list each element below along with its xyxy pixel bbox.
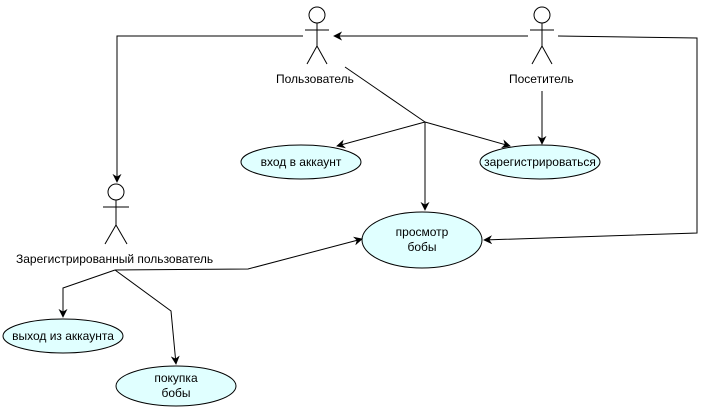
edge-visitor-to-view bbox=[483, 35, 698, 245]
edge-user-to-junction bbox=[344, 66, 426, 123]
edge-registered-to-view bbox=[114, 236, 363, 271]
actor-registered-user-label: Зарегистрированный пользователь bbox=[16, 252, 214, 266]
use-case-logout-shape[interactable] bbox=[2, 318, 124, 354]
use-case-register-label[interactable]: зарегистрироваться bbox=[484, 154, 596, 169]
use-case-buy-beans-shape[interactable] bbox=[115, 365, 237, 407]
actor-user-figure[interactable] bbox=[305, 6, 329, 65]
use-case-logout-label[interactable]: выход из аккаунта bbox=[12, 328, 114, 343]
use-case-login-label[interactable]: вход в аккаунт bbox=[260, 154, 342, 169]
use-case-register-shape[interactable] bbox=[479, 144, 601, 180]
actor-user-label: Пользователь bbox=[276, 72, 354, 86]
edge-registered-to-buy bbox=[114, 269, 180, 365]
actor-registered-user-figure[interactable] bbox=[103, 183, 129, 245]
actor-visitor-figure[interactable] bbox=[530, 6, 554, 65]
edge-registered-to-logout bbox=[58, 269, 116, 318]
use-case-buy-beans-label[interactable]: покупка бобы bbox=[154, 371, 198, 400]
use-case-view-beans-label[interactable]: просмотр бобы bbox=[395, 225, 449, 254]
edge-junction-to-register bbox=[424, 121, 511, 149]
use-case-login-shape[interactable] bbox=[240, 144, 362, 180]
edge-user-to-registered bbox=[112, 35, 303, 183]
edge-junction-to-login bbox=[336, 121, 426, 149]
actor-visitor-label: Посетитель bbox=[509, 72, 574, 86]
